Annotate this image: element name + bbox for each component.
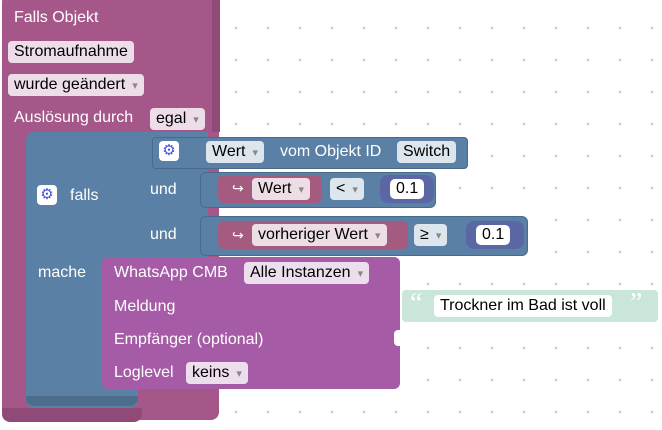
gear-icon[interactable]: ⚙ — [159, 141, 179, 161]
open-quote-icon: “ — [410, 288, 423, 319]
number-block-2[interactable]: 0.1 — [466, 221, 524, 249]
close-quote-icon: ” — [630, 288, 643, 319]
trigger-block-right-edge — [212, 0, 220, 132]
and-label-2: und — [150, 226, 177, 243]
number-block-1[interactable]: 0.1 — [380, 175, 434, 203]
message-label: Meldung — [114, 298, 176, 315]
number-value-1[interactable]: 0.1 — [390, 179, 425, 199]
loglevel-dropdown[interactable]: keins — [186, 362, 248, 384]
value-of-label: vom Objekt ID — [280, 143, 382, 160]
compare2-left-dropdown[interactable]: vorheriger Wert — [252, 224, 387, 246]
recipient-input-notch — [394, 330, 402, 346]
recipient-label: Empfänger (optional) — [114, 331, 264, 348]
trigger-dropdown[interactable]: egal — [150, 108, 205, 130]
compare2-operator-dropdown[interactable]: ≥ — [414, 224, 448, 246]
trigger-title: Falls Objekt — [14, 9, 99, 26]
compare1-left-dropdown[interactable]: Wert — [252, 178, 311, 200]
object-field[interactable]: Stromaufnahme — [8, 41, 134, 63]
arrow-icon: ↪ — [232, 227, 244, 243]
arrow-icon: ↪ — [232, 180, 244, 196]
text-value[interactable]: Trockner im Bad ist voll — [434, 295, 612, 317]
mache-label: mache — [38, 264, 87, 281]
condition-dropdown[interactable]: wurde geändert — [8, 74, 144, 96]
falls-label: falls — [70, 187, 99, 204]
compare1-operator-dropdown[interactable]: < — [330, 178, 364, 200]
object-id-field[interactable]: Switch — [397, 141, 457, 163]
number-value-2[interactable]: 0.1 — [476, 225, 511, 245]
trigger-block-bottom — [2, 408, 142, 422]
and-label-1: und — [150, 181, 177, 198]
trigger-label: Auslösung durch — [14, 109, 134, 126]
instance-dropdown[interactable]: Alle Instanzen — [244, 262, 370, 284]
if-mache-notch — [26, 396, 138, 406]
gear-icon[interactable]: ⚙ — [37, 185, 57, 205]
whatsapp-title: WhatsApp CMB — [114, 264, 228, 281]
value-field-dropdown[interactable]: Wert — [206, 141, 265, 163]
loglevel-label: Loglevel — [114, 364, 174, 381]
